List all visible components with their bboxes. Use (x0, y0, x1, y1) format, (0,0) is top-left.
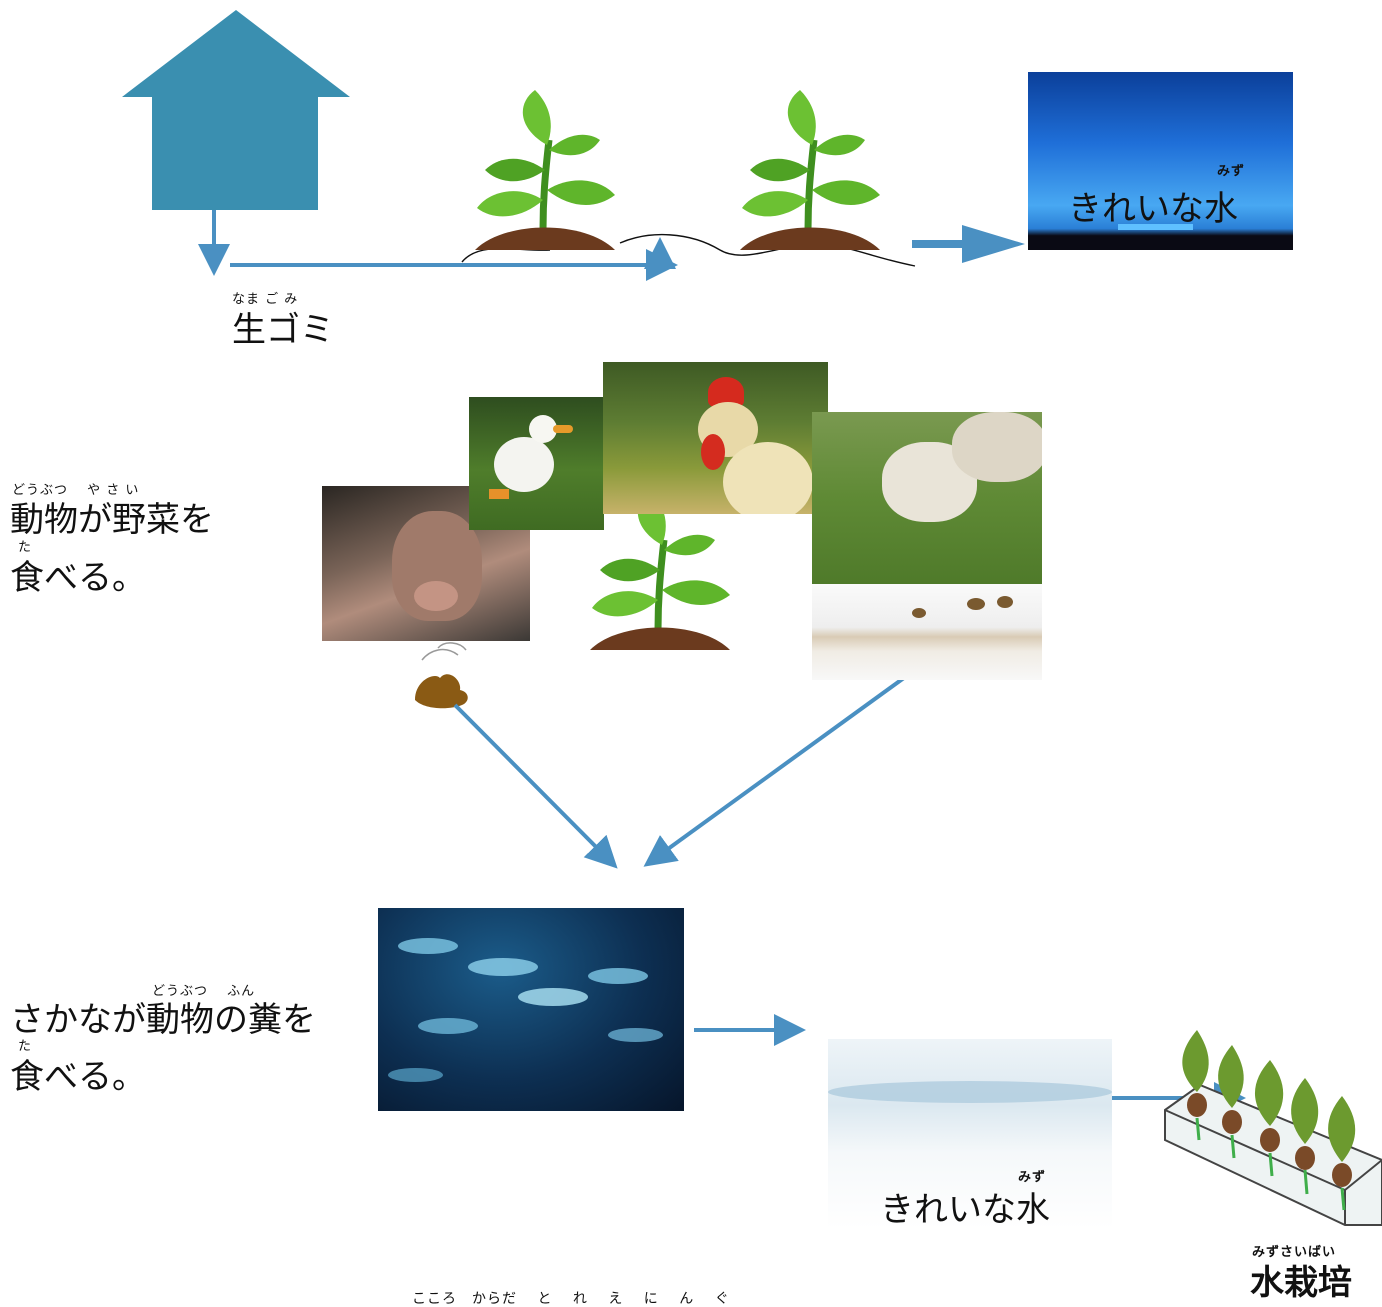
namagomi-label: 生ゴミ (232, 310, 334, 350)
sakana-line2: 食べる。 (10, 1057, 146, 1097)
water-photo (828, 1039, 1112, 1229)
water-label: きれいな水 (880, 1190, 1050, 1230)
plant-icon (590, 490, 730, 650)
duck-photo (469, 397, 604, 530)
doubutsu-line1: 動物が野菜を (10, 500, 214, 540)
doubutsu-ruby2: た (18, 540, 33, 555)
sakana-ruby: どうぶつ ふん (152, 984, 256, 999)
arrow-to-water (912, 225, 1025, 263)
sakana-line1: さかなが動物の糞を (10, 1000, 316, 1040)
plant-icon (740, 90, 880, 250)
doubutsu-line2: 食べる。 (10, 558, 146, 598)
bottom-ruby: こころ からだ と れ え に ん ぐ (412, 1291, 730, 1307)
rooster-photo (603, 362, 828, 514)
doubutsu-ruby: どうぶつ や さ い (12, 483, 140, 498)
dung-photo (812, 584, 1042, 680)
sheep-photo (812, 412, 1042, 584)
suisaibai-label: 水栽培 (1250, 1263, 1352, 1303)
sakana-ruby2: た (18, 1039, 33, 1054)
dung-icon (415, 642, 468, 709)
plant-icon (475, 90, 615, 250)
fish-photo (378, 908, 684, 1111)
water-ruby: みず (1217, 164, 1246, 179)
water-label: きれいな水 (1068, 189, 1238, 229)
namagomi-arrows (198, 210, 678, 281)
suisaibai-ruby: みずさいばい (1252, 1245, 1337, 1260)
namagomi-ruby: なま ご み (232, 292, 299, 307)
house-icon (122, 10, 350, 210)
water-ruby: みず (1018, 1170, 1047, 1185)
water-photo (1028, 72, 1293, 250)
